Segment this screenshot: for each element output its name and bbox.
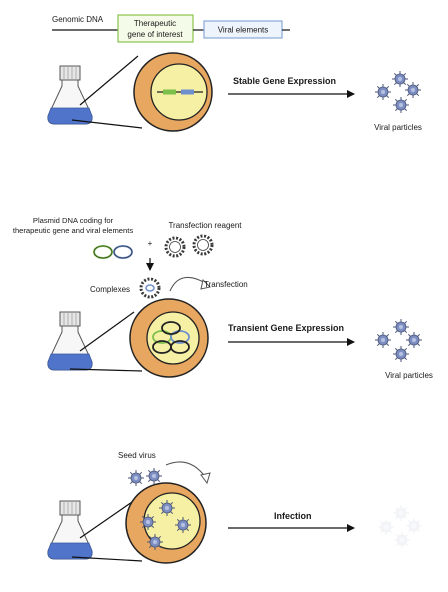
- nucleus-2: [146, 311, 200, 365]
- faded-virus-icon: [405, 517, 423, 535]
- therapeutic-gene-label-line2: gene of interest: [127, 30, 183, 39]
- viral-particles-label-2: Viral particles: [385, 371, 433, 380]
- virus-icon: [405, 331, 423, 349]
- transfection-reagent-label: Transfection reagent: [168, 221, 242, 230]
- seed-virus-icon: [127, 469, 145, 487]
- plasmid-icon: [161, 321, 181, 335]
- virus-icon: [392, 345, 410, 363]
- viral-elements-label: Viral elements: [218, 26, 269, 35]
- virus-icon: [374, 331, 392, 349]
- panel-infection: Seed virus Infection: [47, 451, 423, 564]
- faded-virus-icon: [392, 504, 410, 522]
- virus-icon: [391, 70, 409, 88]
- integrated-viral-segment: [181, 89, 194, 95]
- panel-transient-expression: Plasmid DNA coding for therapeutic gene …: [13, 216, 433, 380]
- plasmid-outline: [93, 245, 113, 259]
- zoom-line-bottom-3: [71, 556, 143, 562]
- seed-virus-label: Seed virus: [118, 451, 156, 460]
- infection-curve-arrow: [165, 461, 207, 479]
- reagent-core: [197, 239, 209, 251]
- virus-icon: [374, 83, 392, 101]
- complex-plasmid: [145, 284, 155, 292]
- zoom-line-bottom-1: [71, 119, 143, 129]
- complex-icon: [139, 277, 161, 299]
- plasmid-icon: [170, 330, 190, 344]
- seed-virus-icon: [145, 467, 163, 485]
- transfection-label: Transfection: [204, 280, 248, 289]
- zoom-line-top-2: [79, 311, 135, 352]
- virus-icon: [139, 513, 157, 531]
- genomic-dna-label: Genomic DNA: [52, 15, 104, 24]
- integrated-gene-segment: [163, 89, 176, 95]
- faded-virus-icon: [377, 518, 395, 536]
- faded-virus-icon: [393, 531, 411, 549]
- culture-flask-2: [47, 311, 93, 371]
- transient-expression-label: Transient Gene Expression: [228, 323, 344, 333]
- virus-icon: [392, 96, 410, 114]
- viral-particles-label-1: Viral particles: [374, 123, 422, 132]
- culture-flask-3: [47, 500, 93, 560]
- plus-sign: +: [148, 239, 153, 248]
- transfection-arrowhead: [200, 279, 211, 290]
- therapeutic-gene-box: [117, 14, 194, 43]
- infection-arrowhead: [200, 472, 211, 485]
- infection-label: Infection: [274, 511, 312, 521]
- zoom-line-top-3: [79, 501, 133, 539]
- virus-icon: [146, 533, 164, 551]
- zoom-line-bottom-2: [69, 368, 143, 372]
- complexes-label: Complexes: [90, 285, 130, 294]
- therapeutic-gene-label-line1: Therapeutic: [134, 19, 176, 28]
- plasmid-outline: [113, 245, 133, 259]
- virus-icon: [174, 516, 192, 534]
- plasmid-label-line2: therapeutic gene and viral elements: [13, 226, 134, 235]
- stable-expression-label: Stable Gene Expression: [233, 76, 336, 86]
- culture-flask-1: [47, 65, 93, 125]
- plasmid-label-line1: Plasmid DNA coding for: [33, 216, 114, 225]
- plasmid-icon: [170, 340, 190, 354]
- transfection-reagent-icon: [192, 234, 214, 256]
- virus-icon: [392, 318, 410, 336]
- virus-icon: [158, 499, 176, 517]
- virus-icon: [404, 81, 422, 99]
- transfection-reagent-icon: [164, 236, 186, 258]
- panel-stable-expression: Genomic DNA Therapeutic gene of interest…: [47, 14, 422, 132]
- reagent-core: [169, 241, 181, 253]
- zoom-line-top-1: [79, 55, 139, 106]
